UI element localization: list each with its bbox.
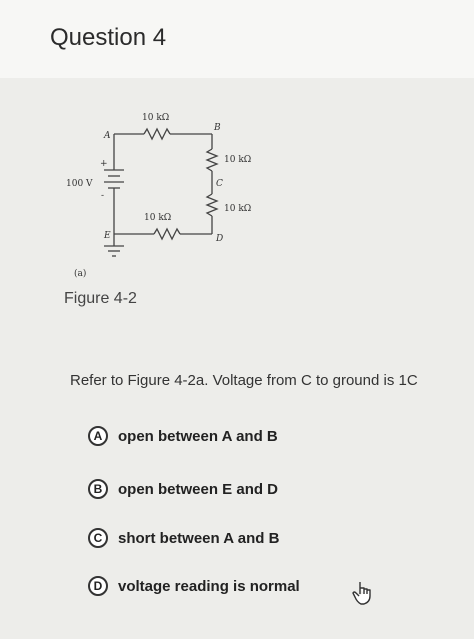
label-r-right2: 10 kΩ	[224, 204, 251, 214]
label-node-b: B	[213, 123, 221, 133]
resistor-right-upper	[205, 148, 219, 172]
option-b[interactable]: B open between E and D	[88, 479, 278, 499]
question-header: Question 4	[0, 0, 474, 78]
option-d-radio[interactable]: D	[88, 576, 108, 596]
option-d-text: voltage reading is normal	[118, 577, 300, 595]
option-a-radio[interactable]: A	[88, 426, 108, 446]
label-node-d: D	[215, 234, 223, 244]
hand-cursor-icon	[352, 582, 371, 605]
label-node-c: C	[216, 179, 223, 189]
resistor-right-lower	[205, 193, 219, 217]
question-title: Question 4	[50, 24, 167, 51]
label-plus: +	[100, 159, 108, 169]
label-node-a: A	[103, 131, 111, 141]
option-c-radio[interactable]: C	[88, 528, 108, 548]
circuit-diagram: 10 kΩ 10 kΩ 10 kΩ 10 kΩ 100 V A B C D E …	[66, 113, 251, 279]
figure-caption: Figure 4-2	[64, 290, 137, 307]
label-r-bottom: 10 kΩ	[144, 213, 171, 223]
option-d[interactable]: D voltage reading is normal	[88, 576, 300, 596]
label-r-right1: 10 kΩ	[224, 155, 251, 165]
label-minus: -	[101, 191, 104, 201]
resistor-bottom	[153, 227, 181, 241]
question-prompt: Refer to Figure 4-2a. Voltage from C to …	[70, 372, 418, 389]
option-c-text: short between A and B	[118, 529, 280, 547]
label-source: 100 V	[66, 179, 93, 189]
option-a[interactable]: A open between A and B	[88, 426, 278, 446]
label-r-top: 10 kΩ	[142, 113, 169, 123]
option-c[interactable]: C short between A and B	[88, 528, 279, 548]
resistor-top	[143, 127, 171, 141]
option-a-text: open between A and B	[118, 427, 278, 445]
label-sub: (a)	[74, 268, 86, 279]
question-body	[0, 78, 474, 639]
label-node-e: E	[103, 231, 111, 241]
option-b-text: open between E and D	[118, 480, 279, 498]
option-b-radio[interactable]: B	[88, 479, 108, 499]
